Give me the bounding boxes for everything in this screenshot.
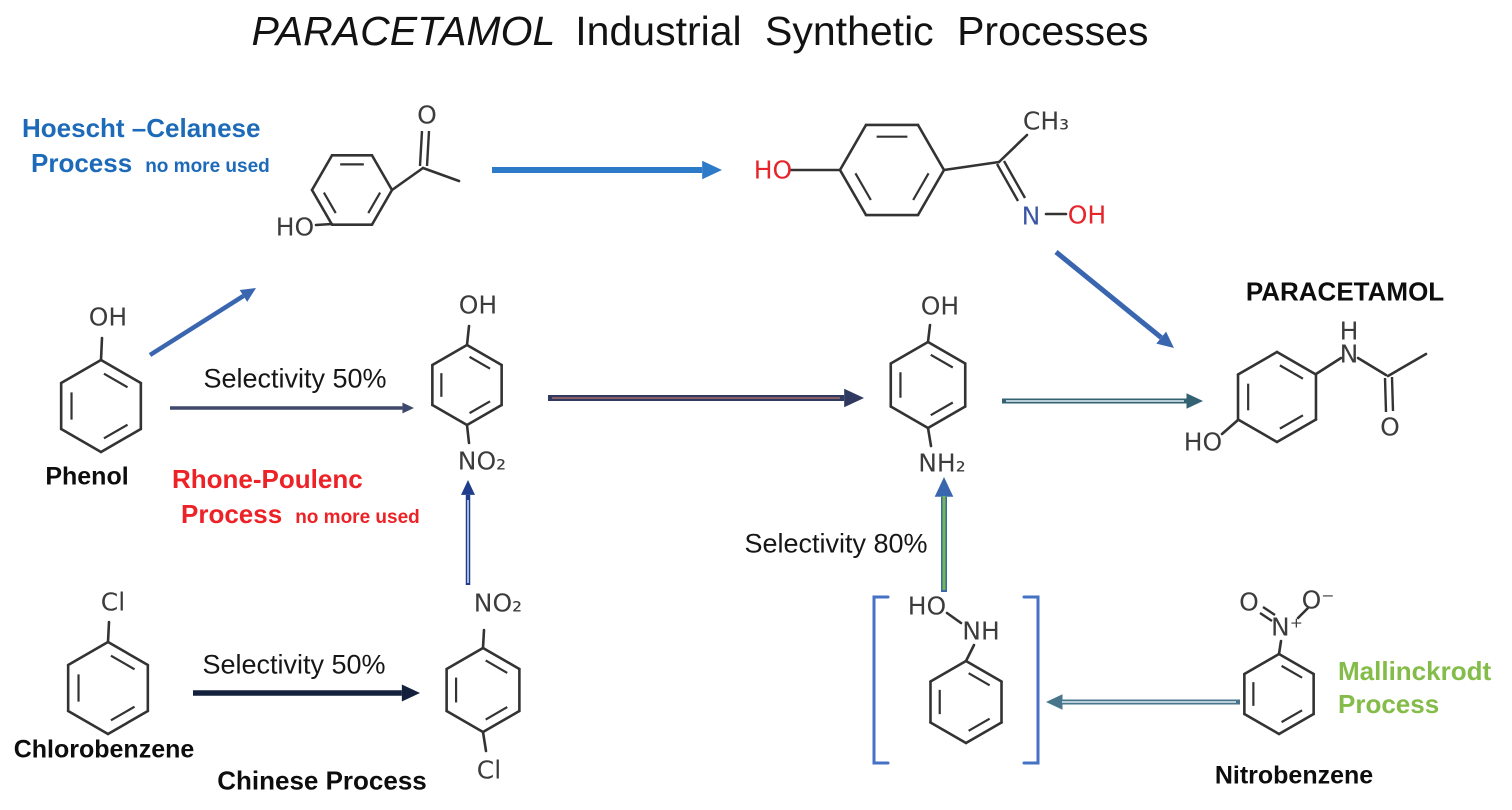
chlorobenzene-cl-atom: Cl [100, 587, 126, 617]
nitrobenzene-label: Nitrobenzene [1214, 761, 1374, 790]
title-brand: PARACETAMOL [251, 8, 556, 54]
hydroxyacetophenone-o-atom: O [417, 100, 437, 130]
page-title: PARACETAMOL Industrial Synthetic Processe… [0, 8, 1400, 55]
nitrobenzene-n-plus-atom: N⁺ [1271, 612, 1303, 642]
paracetamol-o-atom: O [1380, 412, 1400, 442]
nitrophenol-no2-atom: NO₂ [457, 446, 507, 476]
paracetamol-label: PARACETAMOL [1245, 276, 1445, 307]
nitrophenol-oh-atom: OH [458, 290, 498, 320]
oxime-n-atom: N [1021, 201, 1041, 231]
rhone-process-line1: Rhone-Poulenc [172, 464, 363, 494]
oxime-ho-atom: HO [753, 155, 793, 185]
oxime-oh-atom: OH [1067, 200, 1107, 230]
chinese-process-label: Chinese Process [217, 765, 427, 796]
paracetamol-h-atom: H [1339, 316, 1359, 346]
rhone-process-word: Process [181, 499, 283, 529]
phenylhydroxylamine-nh-atom: NH [962, 616, 1000, 646]
nitrochlorobenzene-cl-atom: Cl [476, 755, 502, 785]
oxime-ch3-atom: CH₃ [1022, 106, 1070, 136]
rhone-process-note: no more used [295, 507, 420, 528]
rhone-process-line2: Process no more used [181, 499, 420, 530]
hoescht-process-line1: Hoescht –Celanese [22, 113, 261, 143]
hoescht-process-word: Process [31, 148, 133, 178]
phenylhydroxylamine-ho-atom: HO [907, 591, 947, 621]
selectivity-label-chlorobenzene: Selectivity 50% [202, 649, 386, 680]
paracetamol-n-atom: N [1339, 339, 1359, 369]
hydroxyacetophenone-ho-atom: HO [275, 212, 315, 242]
mallinckrodt-process-label: Mallinckrodt Process [1338, 655, 1491, 721]
chlorobenzene-label: Chlorobenzene [13, 735, 195, 764]
mallinckrodt-line2: Process [1338, 689, 1440, 719]
nitrobenzene-o-left-atom: O [1239, 587, 1259, 617]
hoescht-process-note: no more used [145, 156, 270, 177]
nitrobenzene-o-minus-atom: O⁻ [1301, 585, 1335, 615]
mallinckrodt-line1: Mallinckrodt [1338, 656, 1492, 686]
phenol-label: Phenol [45, 462, 129, 491]
phenol-oh-atom: OH [88, 302, 128, 332]
aminophenol-nh2-atom: NH₂ [918, 448, 966, 478]
paracetamol-ho-atom: HO [1183, 427, 1223, 457]
hoescht-process-line2: Process no more used [31, 148, 270, 179]
nitrochlorobenzene-no2-atom: NO₂ [473, 588, 523, 618]
aminophenol-oh-atom: OH [920, 291, 960, 321]
title-rest: Industrial Synthetic Processes [575, 8, 1149, 54]
selectivity-label-hydroxylamine: Selectivity 80% [744, 528, 928, 559]
selectivity-label-phenol: Selectivity 50% [203, 363, 387, 394]
